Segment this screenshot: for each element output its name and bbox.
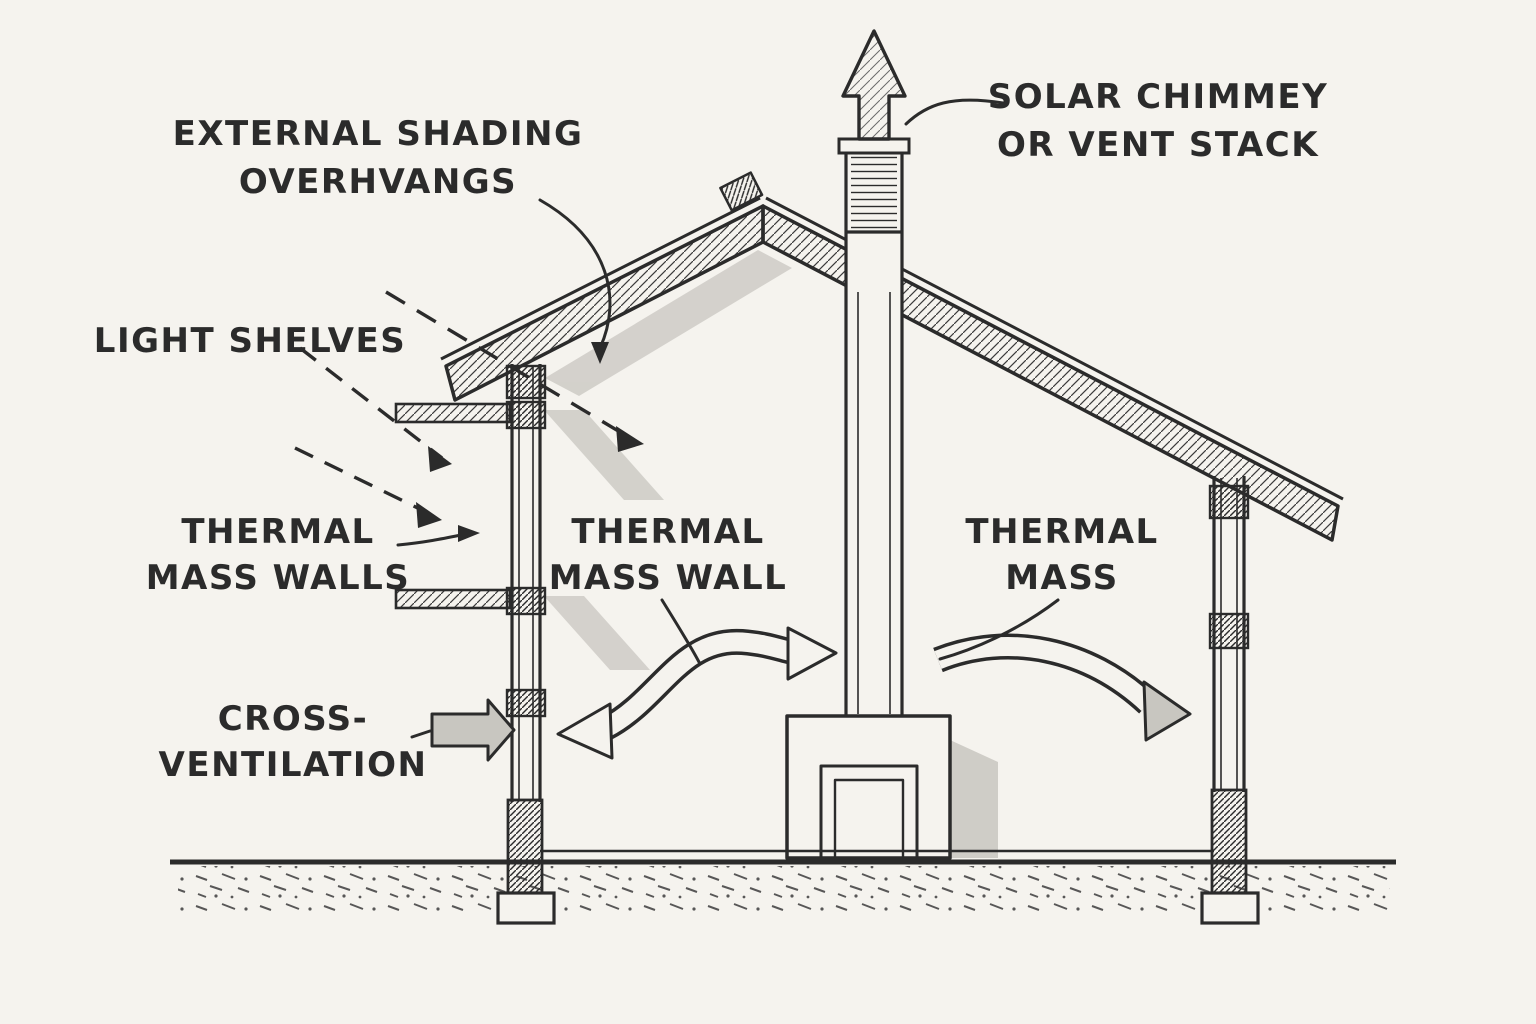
leader-cross-ventilation bbox=[410, 729, 432, 739]
label-thermal-mass-line1: THERMAL bbox=[965, 512, 1158, 552]
thermal-mass-base bbox=[785, 714, 952, 860]
right-wall bbox=[1200, 476, 1260, 925]
leader-external-shading-arrowhead bbox=[591, 342, 609, 364]
wall-base-pier bbox=[506, 798, 544, 895]
sun-ray-mid bbox=[298, 346, 444, 460]
label-thermal-mass-walls-line1: THERMAL bbox=[181, 512, 374, 552]
label-external-shading-line1: EXTERNAL SHADING bbox=[173, 114, 584, 154]
interior-airflow-arrow bbox=[556, 626, 838, 760]
ground bbox=[178, 866, 1390, 914]
upper-shelf-anchor bbox=[505, 400, 547, 430]
label-cross-ventilation-line2: VENTILATION bbox=[159, 745, 428, 785]
label-thermal-mass-line2: MASS bbox=[1005, 558, 1119, 598]
right-wall-head-block bbox=[1208, 484, 1250, 520]
sun-ray-low bbox=[294, 446, 431, 516]
lower-shelf-anchor bbox=[505, 586, 547, 616]
upper-light-shelf bbox=[394, 402, 512, 424]
label-thermal-mass-walls-line2: MASS WALLS bbox=[146, 558, 411, 598]
stack-louvers bbox=[851, 156, 897, 232]
sill-block bbox=[505, 688, 547, 718]
sun-ray-mid-arrowhead bbox=[428, 446, 452, 472]
label-light-shelves: LIGHT SHELVES bbox=[94, 321, 406, 361]
label-solar-chimney-line1: SOLAR CHIMMEY bbox=[988, 77, 1328, 117]
right-wall-base-pier bbox=[1210, 788, 1248, 895]
right-wall-mid-block bbox=[1208, 612, 1250, 650]
labels: EXTERNAL SHADING OVERHVANGS SOLAR CHIMME… bbox=[94, 77, 1328, 785]
interior-shading bbox=[544, 250, 792, 670]
up-arrow-icon bbox=[841, 29, 907, 141]
right-footing bbox=[1200, 891, 1260, 925]
leader-lines bbox=[396, 98, 1060, 739]
leader-thermal-mass-wall bbox=[660, 598, 701, 664]
sun-ray-low-arrowhead bbox=[416, 502, 442, 528]
roof bbox=[440, 171, 1344, 542]
label-external-shading-line2: OVERHVANGS bbox=[239, 162, 517, 202]
left-footing bbox=[496, 891, 556, 925]
label-thermal-mass-wall-line2: MASS WALL bbox=[549, 558, 788, 598]
sun-ray-long bbox=[385, 290, 631, 440]
label-thermal-mass-wall-line1: THERMAL bbox=[571, 512, 764, 552]
stack-cap bbox=[837, 137, 911, 155]
sun-ray-long-arrowhead bbox=[616, 426, 644, 452]
sun-rays bbox=[294, 290, 644, 528]
label-cross-ventilation-line1: CROSS- bbox=[218, 699, 369, 739]
wall-head-block bbox=[505, 364, 547, 400]
ridge-block bbox=[719, 171, 764, 212]
solar-chimney bbox=[837, 29, 911, 718]
ground-line bbox=[170, 849, 1396, 865]
leader-thermal-mass bbox=[938, 598, 1060, 661]
leader-solar-chimney bbox=[904, 98, 1005, 126]
label-solar-chimney-line2: OR VENT STACK bbox=[997, 125, 1319, 165]
leader-external-shading bbox=[538, 198, 612, 350]
cross-vent-arrow bbox=[430, 698, 516, 762]
light-shelves bbox=[394, 402, 512, 610]
leader-thermal-mass-walls-arrowhead bbox=[458, 525, 480, 542]
lower-light-shelf bbox=[394, 588, 512, 610]
